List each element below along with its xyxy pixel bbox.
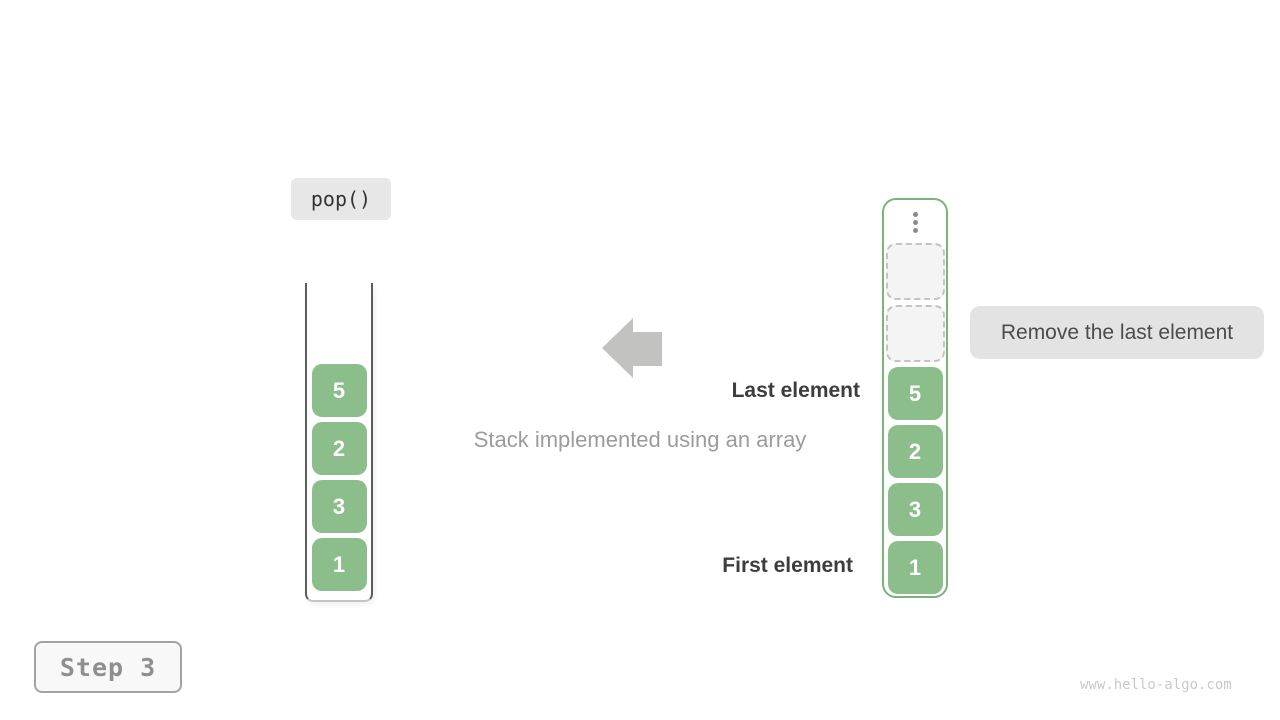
stack-cell: 5 (311, 364, 367, 417)
stack-container: 5 2 3 1 (305, 283, 373, 602)
array-container: 5 2 3 1 (882, 198, 948, 598)
array-cell: 1 (887, 541, 943, 594)
remove-last-element-callout: Remove the last element (970, 306, 1264, 359)
stack-cell: 1 (311, 538, 367, 591)
array-cell: 3 (887, 483, 943, 536)
empty-slot (885, 305, 945, 362)
watermark: www.hello-algo.com (1080, 677, 1232, 693)
ellipsis-icon (912, 210, 918, 233)
array-cell: 5 (887, 367, 943, 420)
step-indicator: Step 3 (34, 641, 182, 693)
empty-slot (885, 243, 945, 300)
stack-cell: 2 (311, 422, 367, 475)
diagram-caption: Stack implemented using an array (473, 427, 807, 452)
pop-operation-label: pop() (291, 178, 391, 220)
first-element-label: First element (722, 554, 853, 577)
last-element-label: Last element (731, 379, 860, 402)
array-cell: 2 (887, 425, 943, 478)
left-arrow-icon (602, 318, 662, 378)
stack-cell: 3 (311, 480, 367, 533)
